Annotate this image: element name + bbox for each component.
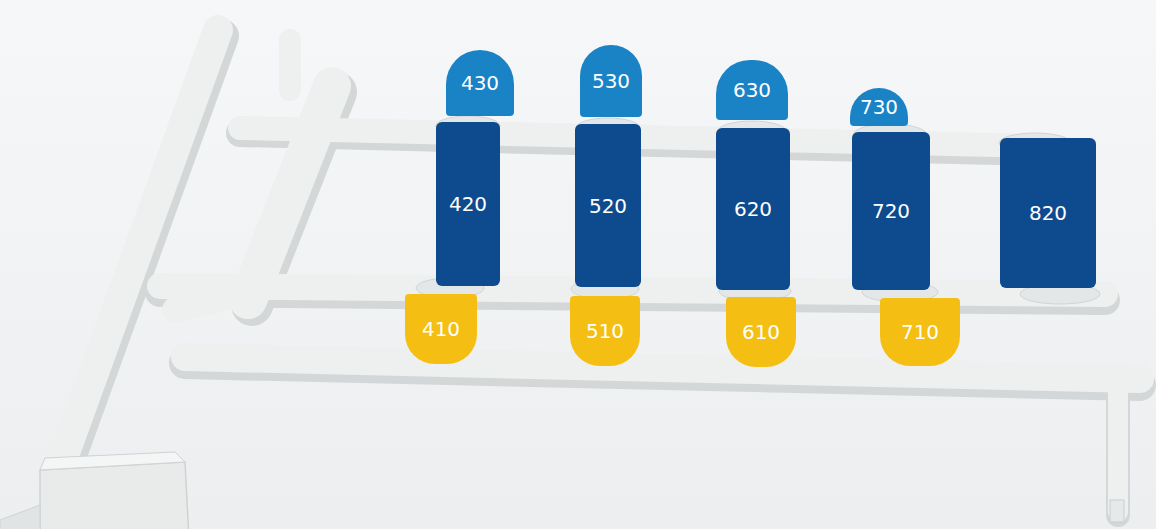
tunnel-segment-top: 530 bbox=[580, 45, 642, 117]
tunnel-segment-top: 730 bbox=[850, 88, 908, 126]
white-pipes bbox=[66, 30, 1140, 515]
segment-number: 720 bbox=[872, 201, 910, 221]
portal-box bbox=[0, 452, 1124, 529]
tunnel-segment-top: 430 bbox=[446, 50, 514, 116]
segment-number: 610 bbox=[742, 322, 780, 342]
tunnel-segment-middle: 720 bbox=[852, 132, 930, 290]
tunnel-segment-bottom: 510 bbox=[570, 296, 640, 366]
junction-caps bbox=[416, 116, 1100, 304]
segment-number: 710 bbox=[901, 322, 939, 342]
segment-number: 730 bbox=[860, 97, 898, 117]
segment-number: 620 bbox=[734, 199, 772, 219]
tunnel-segment-middle: 620 bbox=[716, 128, 790, 290]
segment-number: 510 bbox=[586, 321, 624, 341]
segment-number: 420 bbox=[449, 194, 487, 214]
tunnel-segment-top: 630 bbox=[716, 60, 788, 120]
tunnel-segment-bottom: 610 bbox=[726, 297, 796, 367]
segment-number: 630 bbox=[733, 80, 771, 100]
segment-number: 520 bbox=[589, 196, 627, 216]
segment-number: 820 bbox=[1029, 203, 1067, 223]
tunnel-segment-middle: 820 bbox=[1000, 138, 1096, 288]
tunnel-segment-middle: 520 bbox=[575, 124, 641, 287]
segment-number: 410 bbox=[422, 319, 460, 339]
tunnel-segment-bottom: 410 bbox=[405, 294, 477, 364]
segment-number: 530 bbox=[592, 71, 630, 91]
tunnel-segment-middle: 420 bbox=[436, 122, 500, 286]
tunnel-segment-bottom: 710 bbox=[880, 298, 960, 366]
segment-number: 430 bbox=[461, 73, 499, 93]
